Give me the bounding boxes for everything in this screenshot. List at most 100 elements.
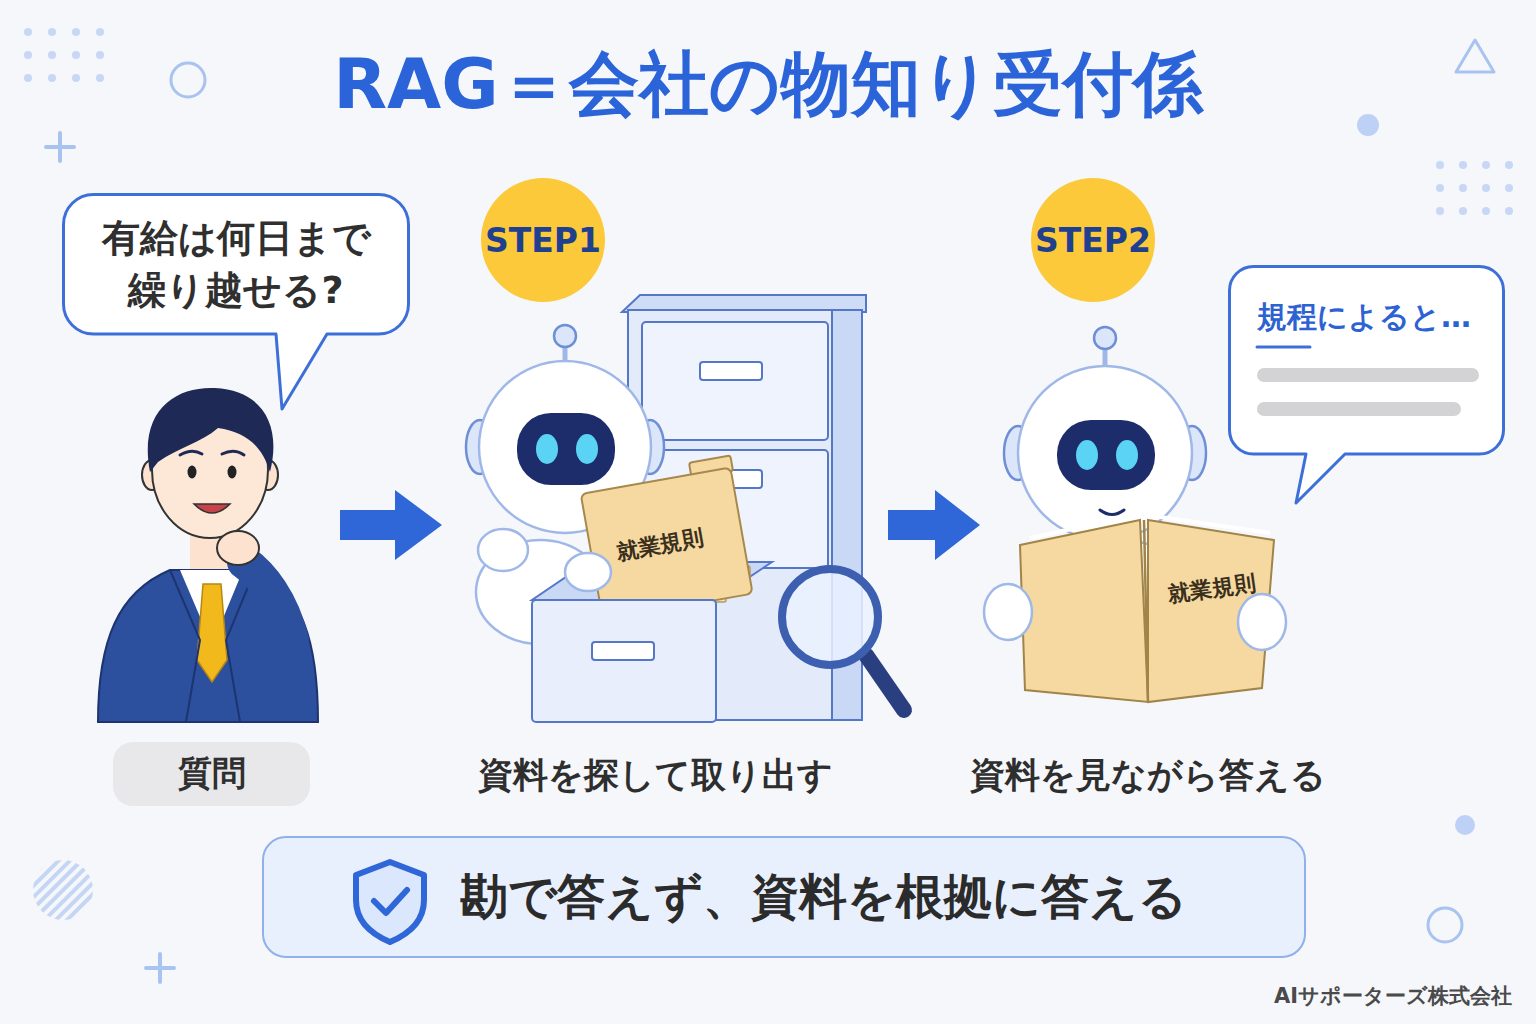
robot-reading-part bbox=[1238, 594, 1286, 650]
flow-arrow-part bbox=[340, 490, 442, 560]
open-drawer-part bbox=[565, 553, 611, 591]
background-decor-part-part bbox=[1482, 161, 1490, 169]
background-decor-part-part bbox=[1459, 161, 1467, 169]
person-figure-part bbox=[217, 531, 259, 565]
background-decor-part-part bbox=[1482, 207, 1490, 215]
answer-bubble: 規程によると… bbox=[1228, 265, 1505, 505]
robot-reading-part bbox=[1057, 420, 1155, 490]
background-decor-part-part bbox=[1436, 207, 1444, 215]
step-badge: STEP2 bbox=[1031, 178, 1155, 302]
magnifier-part bbox=[866, 655, 904, 710]
file-cabinet-part bbox=[642, 322, 828, 440]
summary-text: 勘で答えず、資料を根拠に答える bbox=[460, 865, 1187, 929]
background-decor-part bbox=[46, 133, 74, 161]
open-drawer-part-part bbox=[581, 468, 753, 620]
background-decor-part-part bbox=[1482, 184, 1490, 192]
open-drawer bbox=[478, 455, 772, 722]
background-decor-part-part bbox=[24, 74, 32, 82]
robot-searching-part bbox=[576, 434, 598, 464]
answer-text: 規程によると… bbox=[1257, 297, 1471, 338]
person-figure-part bbox=[194, 504, 230, 513]
background-decor-part bbox=[146, 954, 174, 982]
background-decor-part-part bbox=[96, 74, 104, 82]
background-decor-part bbox=[1455, 815, 1475, 835]
background-decor-part bbox=[1456, 40, 1494, 72]
speech-bubble: 有給は何日まで 繰り越せる? bbox=[62, 193, 410, 412]
person-figure bbox=[98, 388, 318, 722]
background-decor-part-part bbox=[48, 51, 56, 59]
watermark: AIサポーターズ株式会社 bbox=[1112, 982, 1512, 1010]
robot-reading-part bbox=[1094, 327, 1116, 349]
step-label: STEP2 bbox=[1035, 221, 1151, 260]
open-drawer-part bbox=[579, 455, 755, 620]
answer-bubble-outline-part bbox=[1230, 267, 1504, 504]
diagram-title: RAG＝会社の物知り受付係 bbox=[0, 38, 1536, 132]
background-decor-part-part bbox=[72, 74, 80, 82]
label-pill: 質問 bbox=[113, 742, 310, 806]
background-decor-part-part bbox=[1459, 184, 1467, 192]
shield-icon-part bbox=[374, 890, 407, 913]
background-decor-part-part bbox=[1505, 207, 1513, 215]
text-slot: 質問 bbox=[113, 742, 310, 806]
magnifier-part bbox=[782, 569, 878, 665]
background-decor-part-part bbox=[96, 51, 104, 59]
person-figure-part bbox=[228, 466, 237, 479]
background-decor-part-part bbox=[48, 74, 56, 82]
file-cabinet-part bbox=[700, 362, 762, 380]
person-figure-part bbox=[188, 466, 197, 479]
text-slot: 有給は何日まで 繰り越せる? bbox=[62, 193, 410, 335]
robot-reading-part bbox=[1144, 520, 1148, 702]
text-slot: STEP1 bbox=[481, 178, 605, 302]
robot-reading-part bbox=[1116, 440, 1138, 470]
robot-searching-part bbox=[517, 413, 615, 485]
background-decor-part-part bbox=[1436, 184, 1444, 192]
robot-reading-part bbox=[1076, 440, 1098, 470]
person-figure-part bbox=[180, 451, 244, 455]
background-decor bbox=[24, 28, 1513, 982]
question-text: 有給は何日まで 繰り越せる? bbox=[90, 212, 382, 317]
background-decor-part-part bbox=[24, 51, 32, 59]
robot-reading-part bbox=[1030, 514, 1270, 538]
person-figure-part bbox=[170, 570, 255, 722]
text-placeholder-lines-part bbox=[1264, 402, 1454, 416]
background-decor-part-part bbox=[1436, 161, 1444, 169]
robot-reading-part bbox=[984, 584, 1032, 640]
open-drawer-part bbox=[592, 642, 654, 660]
text-slot: 勘で答えず、資料を根拠に答える bbox=[264, 838, 1308, 960]
speech-bubble-outline-part bbox=[64, 195, 409, 410]
background-decor-part bbox=[1428, 908, 1462, 942]
person-figure-part bbox=[244, 562, 292, 640]
magnifier bbox=[782, 569, 904, 710]
background-decor-part-part bbox=[1505, 184, 1513, 192]
background-decor-part bbox=[1357, 114, 1379, 136]
text-slot: 規程によると… bbox=[1228, 265, 1505, 455]
flow-arrow-part bbox=[888, 490, 980, 560]
background-decor-part-part bbox=[72, 28, 80, 36]
person-figure-part bbox=[197, 584, 227, 682]
robot-searching-part bbox=[554, 325, 576, 347]
summary-band: 勘で答えず、資料を根拠に答える bbox=[262, 836, 1306, 958]
background-decor-part-part bbox=[48, 28, 56, 36]
background-decor-part-part bbox=[1459, 207, 1467, 215]
text-placeholder-lines-part bbox=[1264, 368, 1472, 382]
background-decor-part-part bbox=[24, 28, 32, 36]
step-caption: 資料を見ながら答える bbox=[948, 752, 1348, 799]
open-drawer-part bbox=[532, 600, 716, 722]
step-label: STEP1 bbox=[485, 221, 601, 260]
robot-reading-part bbox=[1020, 520, 1148, 702]
shield-icon-part bbox=[356, 862, 424, 942]
step-caption: 質問 bbox=[178, 751, 246, 797]
background-decor-part-part bbox=[1505, 161, 1513, 169]
step-badge: STEP1 bbox=[481, 178, 605, 302]
open-drawer-part bbox=[478, 529, 528, 571]
background-decor-part-part bbox=[72, 51, 80, 59]
step-caption: 資料を探して取り出す bbox=[455, 752, 855, 799]
robot-reading-part bbox=[1018, 366, 1192, 540]
text-slot: STEP2 bbox=[1031, 178, 1155, 302]
person-figure-part bbox=[148, 388, 274, 472]
background-decor-part bbox=[33, 860, 93, 920]
background-decor-part bbox=[171, 63, 205, 97]
text-placeholder-lines-part bbox=[1257, 346, 1310, 349]
robot-reading-part bbox=[1100, 510, 1124, 515]
